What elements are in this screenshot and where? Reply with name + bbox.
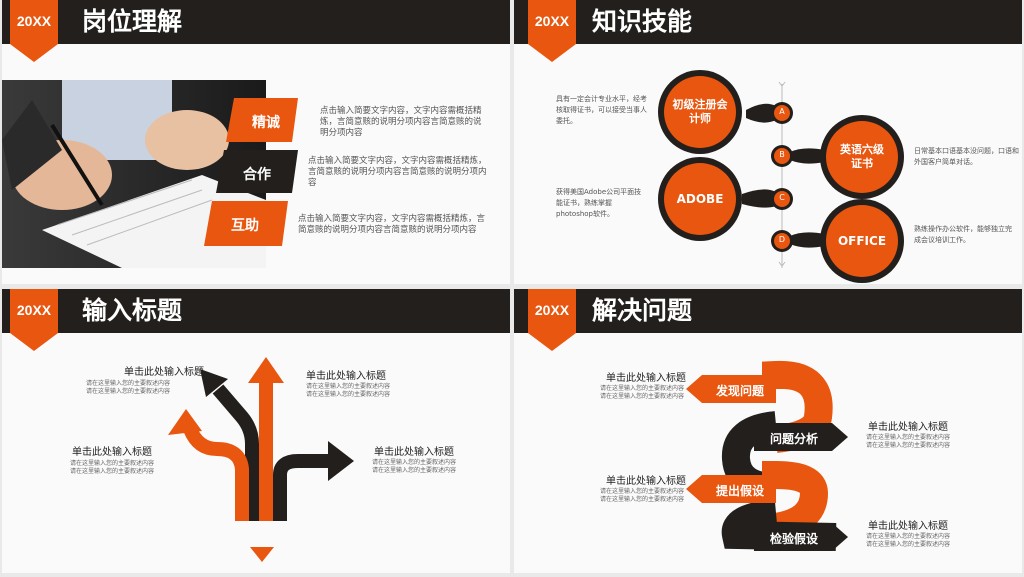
item-heading-topright: 单击此处输入标题 <box>306 371 386 382</box>
year-badge-shape <box>528 289 576 351</box>
slide-title: 解决问题 <box>592 296 693 325</box>
year-badge: 20XX <box>16 13 52 29</box>
line-analyze-2: 请在这里输入您的主要叙述内容 <box>866 442 951 449</box>
line-analyze-1: 请在这里输入您的主要叙述内容 <box>866 434 951 441</box>
tab-shape-hezuo <box>216 150 298 193</box>
letter-b: B <box>779 150 785 159</box>
line-verify-2: 请在这里输入您的主要叙述内容 <box>866 541 951 548</box>
slide-title: 输入标题 <box>82 296 183 325</box>
heading-hypothesize: 单击此处输入标题 <box>606 476 686 487</box>
line-discover-1: 请在这里输入您的主要叙述内容 <box>599 385 684 392</box>
node-adobe: ADOBE <box>676 192 724 206</box>
tab-shape-jingcheng <box>226 98 298 142</box>
arrows-diagram <box>168 357 354 562</box>
letter-c: C <box>779 193 785 202</box>
line-hypothesize-2: 请在这里输入您的主要叙述内容 <box>599 496 684 503</box>
item-line-topright-1: 请在这里输入您的主要叙述内容 <box>306 383 391 390</box>
desc-office: 熟练操作办公软件，能够独立完成会议培训工作。 <box>914 225 1012 244</box>
item-line-right-1: 请在这里输入您的主要叙述内容 <box>372 459 457 466</box>
node-cet6: 英语六级证书 <box>840 143 884 170</box>
slide-problem-solving: 20XX 解决问题 发现问题 问题分析 提出假设 检验假设 单击此处输入标题 请… <box>514 289 1022 573</box>
item-line-topleft-2: 请在这里输入您的主要叙述内容 <box>85 388 170 395</box>
year-badge: 20XX <box>534 13 570 29</box>
slide-title: 知识技能 <box>592 7 693 36</box>
line-verify-1: 请在这里输入您的主要叙述内容 <box>866 533 951 540</box>
desc-jingcheng: 点击输入简要文字内容，文字内容需概括精炼，言简意赅的说明分项内容言简意赅的说明分… <box>320 106 482 138</box>
slide-header <box>514 289 1022 333</box>
item-heading-left: 单击此处输入标题 <box>72 447 152 458</box>
node-cpa: 初级注册会计师 <box>672 98 728 125</box>
item-heading-topleft: 单击此处输入标题 <box>124 367 204 378</box>
label-huzhu: 互助 <box>231 218 259 234</box>
step-analyze: 问题分析 <box>769 432 818 446</box>
item-line-right-2: 请在这里输入您的主要叙述内容 <box>372 467 457 474</box>
year-badge-shape <box>10 289 58 351</box>
slide-header <box>2 0 510 44</box>
item-line-left-1: 请在这里输入您的主要叙述内容 <box>70 460 155 467</box>
step-hypothesize: 提出假设 <box>715 484 764 498</box>
heading-discover: 单击此处输入标题 <box>606 373 686 384</box>
line-discover-2: 请在这里输入您的主要叙述内容 <box>599 393 684 400</box>
year-badge: 20XX <box>16 302 52 318</box>
slide-knowledge-skills: 20XX 知识技能 初级注册会计师 英语六级证书 ADOBE OFFICE A … <box>514 0 1022 284</box>
heading-verify: 单击此处输入标题 <box>868 521 948 532</box>
node-office: OFFICE <box>837 234 887 248</box>
desc-huzhu: 点击输入简要文字内容，文字内容需概括精炼，言简意赅的说明分项内容言简意赅的说明分… <box>298 214 486 235</box>
heading-analyze: 单击此处输入标题 <box>868 422 948 433</box>
item-line-topleft-1: 请在这里输入您的主要叙述内容 <box>85 380 170 387</box>
label-tabs <box>204 98 298 246</box>
year-badge-shape <box>10 0 58 62</box>
slide-input-title: 20XX 输入标题 单击此处输入标题 请在这里输入您的主要叙述内容 请在这里输入… <box>2 289 510 573</box>
desc-hezuo: 点击输入简要文字内容，文字内容需概括精炼，言简意赅的说明分项内容言简意赅的说明分… <box>308 156 487 188</box>
slide-header <box>2 289 510 333</box>
desc-cet6: 日常基本口语基本没问题，口语和外国客户简单对话。 <box>914 147 1019 166</box>
label-hezuo: 合作 <box>243 167 271 183</box>
slide-job-understanding: 20XX 岗位理解 精诚 合作 互助 点击输入简要文字内容，文字内容需概括精炼，… <box>2 0 510 284</box>
step-verify: 检验假设 <box>769 532 818 546</box>
slide-header <box>514 0 1022 44</box>
tab-shape-huzhu <box>204 201 288 246</box>
step-discover: 发现问题 <box>715 384 764 398</box>
process-diagram <box>686 360 848 551</box>
desc-cpa: 具有一定会计专业水平，经考核取得证书，可以接受当事人委托。 <box>556 95 647 125</box>
skills-diagram <box>658 70 904 283</box>
letter-d: D <box>778 235 786 244</box>
year-badge: 20XX <box>534 302 570 318</box>
item-line-topright-2: 请在这里输入您的主要叙述内容 <box>306 391 391 398</box>
desc-adobe: 获得美国Adobe公司平面技能证书，熟练掌握photoshop软件。 <box>556 188 642 218</box>
line-hypothesize-1: 请在这里输入您的主要叙述内容 <box>599 488 684 495</box>
item-line-left-2: 请在这里输入您的主要叙述内容 <box>70 468 155 475</box>
letter-a: A <box>779 107 785 116</box>
slide-title: 岗位理解 <box>82 7 183 36</box>
label-jingcheng: 精诚 <box>252 115 280 131</box>
item-heading-right: 单击此处输入标题 <box>374 447 454 458</box>
year-badge-shape <box>528 0 576 62</box>
